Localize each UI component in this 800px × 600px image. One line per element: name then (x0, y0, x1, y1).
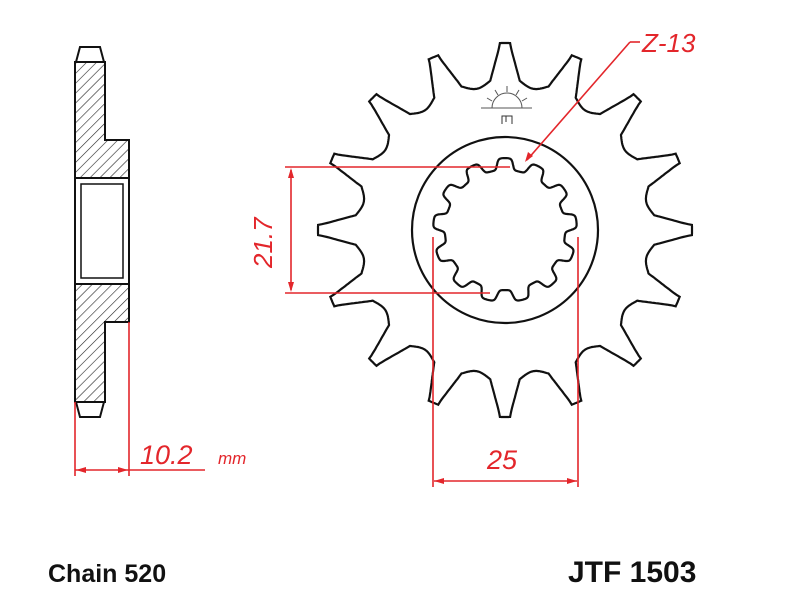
side-profile (74, 46, 130, 418)
sprocket-teeth-outline (316, 41, 694, 419)
part-number-label: JTF 1503 (568, 556, 696, 589)
profile-upper-section (74, 61, 130, 179)
width-dimension-label: 25 (486, 445, 518, 475)
thickness-unit-label: mm (218, 449, 246, 468)
profile-lower-section (74, 283, 130, 403)
sprocket-front (316, 41, 694, 419)
profile-bore (74, 177, 130, 285)
spline-count-label: Z-13 (641, 28, 696, 58)
dimensions (74, 41, 640, 487)
jt-logo (481, 86, 532, 124)
chain-label: Chain 520 (48, 560, 166, 588)
height-dimension-label: 21.7 (248, 216, 278, 269)
thickness-dimension-label: 10.2 (140, 440, 193, 470)
spline-outline (432, 157, 578, 302)
hub-circle (410, 135, 600, 325)
profile-top-tooth (74, 46, 106, 63)
profile-bottom-tooth (74, 401, 106, 418)
